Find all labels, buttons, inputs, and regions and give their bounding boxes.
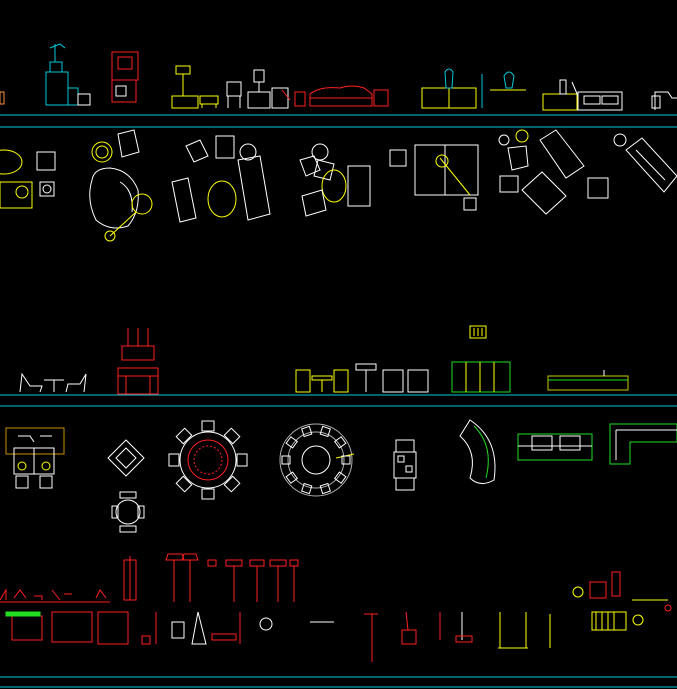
block-chairs-table[interactable] [226,69,306,109]
chair-seat [285,471,299,484]
block-tools-set[interactable] [5,611,334,645]
round-table-10-chairs [281,425,351,495]
block-bar-counter[interactable] [572,571,672,631]
block-l-sofa[interactable] [389,144,479,211]
chair-seat [301,425,313,438]
block-chandelier[interactable] [117,328,159,395]
block-oval-table[interactable] [0,149,56,209]
block-dining-chairs[interactable] [451,325,511,393]
row3-elevation-blocks[interactable] [19,325,629,395]
block-sofa-long[interactable] [309,85,389,107]
chair-seat [201,420,215,432]
row1-elevation-blocks[interactable] [0,43,677,111]
block-hangers[interactable] [364,611,551,662]
block-tv-cabinet[interactable] [0,43,91,106]
row2-plan-blocks[interactable] [0,129,677,242]
block-armchairs-pair[interactable] [498,129,609,215]
chair-seat [223,475,241,493]
block-sofa-lamp[interactable] [89,129,153,242]
chair-seat [333,471,347,484]
block-patio-set[interactable] [19,372,87,393]
block-floor-lamps[interactable] [165,553,299,602]
block-bench[interactable] [547,370,629,391]
block-reading-chair[interactable] [421,68,526,109]
chair-seat [341,455,351,465]
chair-seat [319,425,331,438]
block-armchair[interactable] [651,91,677,110]
row-separator-lines [0,114,677,688]
block-counter[interactable] [517,433,593,461]
round-table-8-chairs [168,420,248,500]
block-lounge-set[interactable] [299,143,371,217]
block-desk-set[interactable] [111,51,139,103]
row4-plan-blocks[interactable] [5,419,677,533]
chair-seat [281,455,291,465]
row5-elevation-blocks[interactable] [0,553,672,662]
block-curved-booth[interactable] [459,419,496,484]
chair-seat [236,453,248,467]
block-round-table-8[interactable] [179,431,237,489]
block-chaise[interactable] [613,133,677,193]
block-square-table[interactable] [107,439,145,533]
block-lamp-desk[interactable] [171,65,219,109]
block-four-seat-table[interactable] [5,427,65,489]
block-table-lamps[interactable] [0,556,137,603]
block-round-table-10[interactable] [279,423,355,497]
block-coffee-set[interactable] [171,135,271,223]
chair-seat [175,475,193,493]
chair-seat [301,482,313,495]
chair-seat [201,488,215,500]
block-two-seat-table[interactable] [393,439,417,491]
block-l-counter[interactable] [609,423,677,465]
chair-seat [333,436,347,449]
chair-seat [223,427,241,445]
chair-seat [168,453,180,467]
chair-seat [285,436,299,449]
chair-seat [175,427,193,445]
block-sideboard[interactable] [542,79,623,111]
block-bar-stools[interactable] [295,363,429,393]
chair-seat [319,482,331,495]
